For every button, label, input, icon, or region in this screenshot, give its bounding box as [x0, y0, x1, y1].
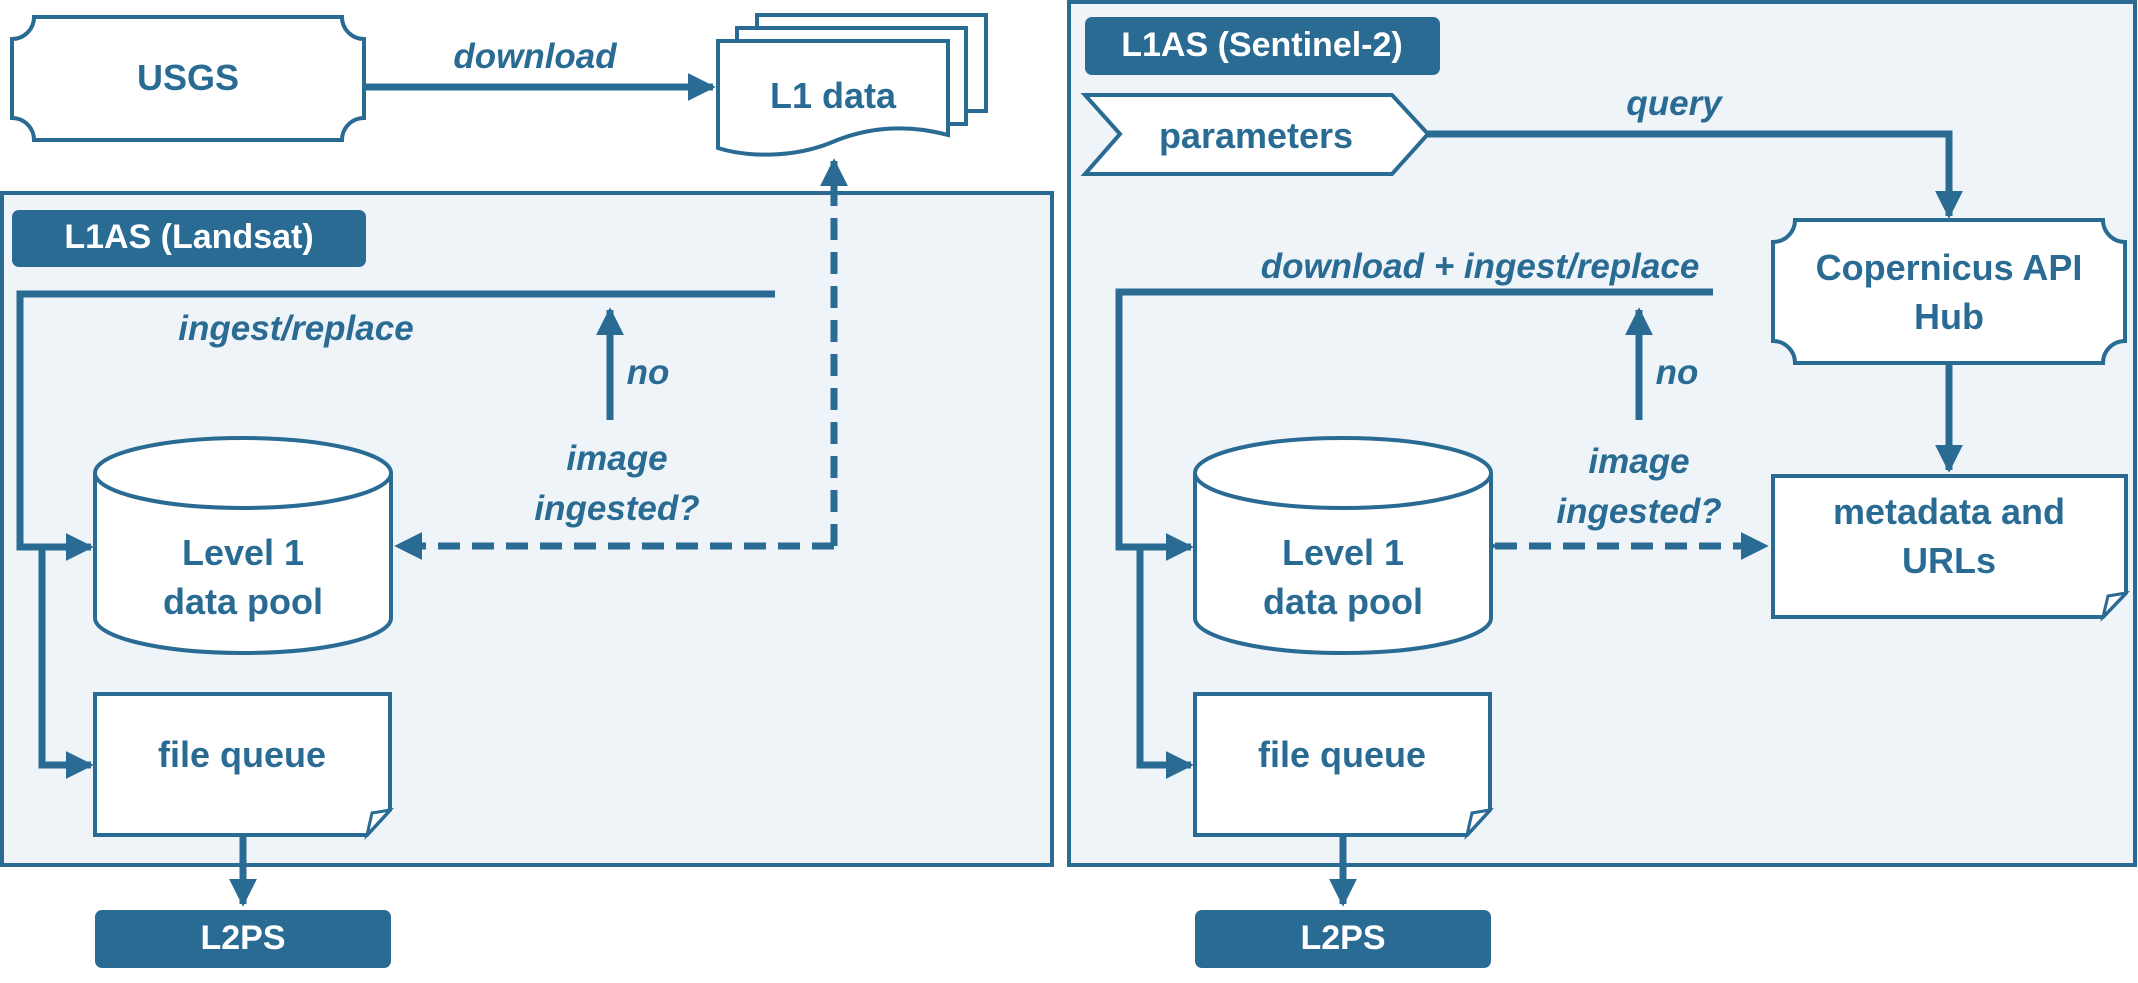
landsat-question-line2: ingested? — [534, 489, 699, 528]
query-label: query — [1626, 84, 1723, 123]
sentinel-question-line1: image — [1588, 442, 1689, 481]
l1-data-node: L1 data — [716, 13, 988, 157]
landsat-no-label: no — [627, 353, 670, 392]
landsat-file-queue: file queue — [93, 692, 395, 841]
hub-line2: Hub — [1914, 296, 1984, 337]
hub-line1: Copernicus API — [1816, 247, 2083, 288]
landsat-question-line1: image — [566, 439, 667, 478]
sentinel-ingest-line — [1115, 288, 1713, 561]
sentinel-ingest-label: download + ingest/replace — [1261, 247, 1700, 286]
metadata-line1: metadata and — [1833, 491, 2065, 532]
landsat-pool-line2: data pool — [163, 581, 323, 622]
landsat-data-pool: Level 1 data pool — [93, 436, 393, 655]
sentinel-pool-line1: Level 1 — [1282, 532, 1404, 573]
metadata-node: metadata and URLs — [1771, 474, 2131, 623]
query-arrow — [1428, 130, 1963, 219]
sentinel-l2ps: L2PS — [1195, 910, 1491, 968]
usgs-label: USGS — [137, 57, 239, 98]
download-label: download — [453, 37, 617, 76]
copernicus-hub-node: Copernicus API Hub — [1771, 218, 2127, 365]
l1-data-label: L1 data — [770, 75, 897, 116]
landsat-title: L1AS (Landsat) — [64, 218, 313, 256]
parameters-label: parameters — [1159, 115, 1353, 156]
sentinel-title-tag: L1AS (Sentinel-2) — [1085, 17, 1440, 75]
usgs-node: USGS — [10, 15, 366, 142]
landsat-l2ps-label: L2PS — [200, 919, 285, 957]
sentinel-l2ps-label: L2PS — [1300, 919, 1385, 957]
sentinel-queue-label: file queue — [1258, 734, 1426, 775]
sentinel-queue-line — [1136, 547, 1194, 779]
sentinel-data-pool: Level 1 data pool — [1193, 436, 1493, 655]
landsat-title-tag: L1AS (Landsat) — [12, 210, 366, 267]
landsat-pool-line1: Level 1 — [182, 532, 304, 573]
sentinel-question-line2: ingested? — [1556, 492, 1721, 531]
metadata-line2: URLs — [1902, 540, 1996, 581]
sentinel-pool-line2: data pool — [1263, 581, 1423, 622]
landsat-ingest-label: ingest/replace — [178, 309, 413, 348]
landsat-l2ps: L2PS — [95, 910, 391, 968]
sentinel-no-label: no — [1656, 353, 1699, 392]
sentinel-file-queue: file queue — [1193, 692, 1495, 841]
sentinel-title: L1AS (Sentinel-2) — [1121, 26, 1402, 64]
landsat-ingest-line — [16, 290, 775, 561]
parameters-node: parameters — [1080, 93, 1431, 176]
landsat-queue-label: file queue — [158, 734, 326, 775]
landsat-queue-line — [38, 547, 94, 779]
